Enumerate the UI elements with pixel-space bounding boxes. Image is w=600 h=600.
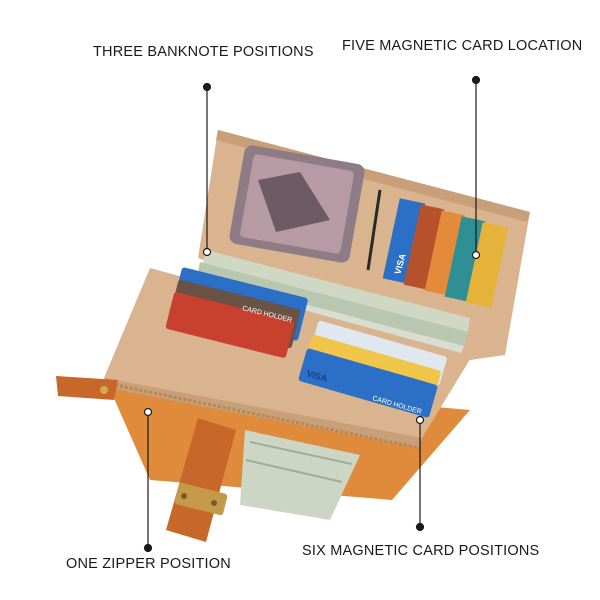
banknote-positions-label: THREE BANKNOTE POSITIONS <box>93 44 314 60</box>
callout-lines <box>143 75 481 553</box>
money-bottom <box>240 430 360 520</box>
zipper-pull-tab <box>56 376 118 400</box>
five-card-location-label: FIVE MAGNETIC CARD LOCATION <box>342 38 583 54</box>
six-card-positions-label: SIX MAGNETIC CARD POSITIONS <box>302 543 540 559</box>
wallet-strap <box>166 418 236 542</box>
five-card-slots: VISA <box>382 198 509 308</box>
right-card-slots: VISA CARD HOLDER <box>298 320 447 418</box>
zipper-position-label: ONE ZIPPER POSITION <box>66 556 231 572</box>
left-card-slots: CARD HOLDER <box>165 267 308 358</box>
strap-buckle <box>174 482 228 516</box>
zipper-track <box>109 382 421 450</box>
photo-window <box>229 145 365 263</box>
